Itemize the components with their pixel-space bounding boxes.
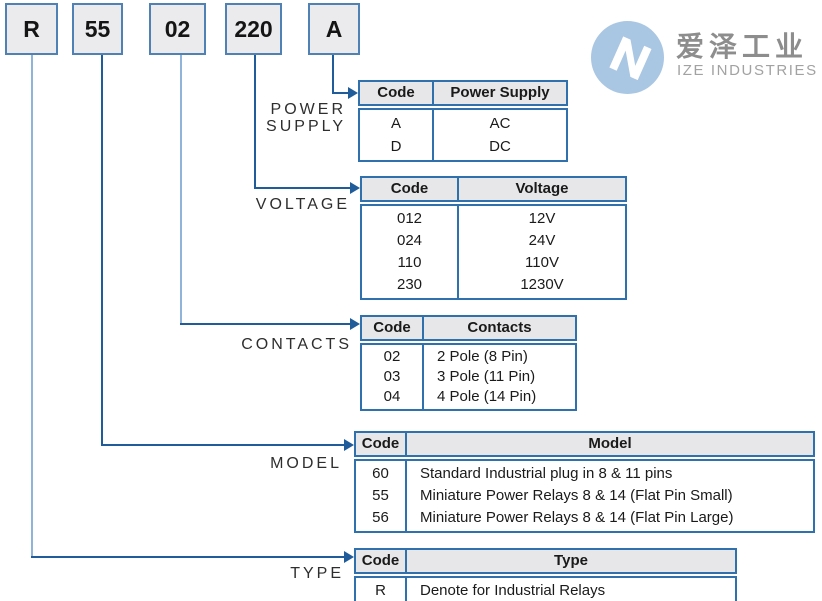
column-header: Contacts [422, 317, 575, 339]
type-table: Code Type R Denote for Industrial Relays [354, 548, 737, 601]
code-column: 60 55 56 [356, 461, 405, 531]
table-body: 02 03 04 2 Pole (8 Pin) 3 Pole (11 Pin) … [360, 343, 577, 411]
column-header: Code [361, 552, 400, 569]
connector-power-supply-horizontal [332, 92, 349, 94]
connector-voltage-horizontal [254, 187, 351, 189]
code-box-label: 220 [234, 15, 273, 42]
table-header-row: Code Contacts [360, 315, 577, 341]
value-cell: 4 Pole (14 Pin) [437, 388, 537, 405]
value-cell: 3 Pole (11 Pin) [437, 368, 536, 385]
value-cell: 2 Pole (8 Pin) [437, 348, 528, 365]
code-cell: D [390, 138, 402, 155]
value-cell: Miniature Power Relays 8 & 14 (Flat Pin … [420, 487, 733, 504]
code-box-model: 55 [72, 3, 123, 55]
code-cell: 55 [372, 487, 389, 504]
code-cell: 04 [383, 388, 401, 405]
value-cell: 1230V [520, 276, 564, 293]
value-cell: Miniature Power Relays 8 & 14 (Flat Pin … [420, 509, 734, 526]
brand-name-chinese: 爱泽工业 [676, 31, 809, 62]
connector-contacts-horizontal [180, 323, 351, 325]
arrowhead-model-icon [344, 439, 354, 451]
code-box-label: A [325, 15, 343, 42]
table-header-row: Code Type [354, 548, 737, 574]
brand-name-english: IZE INDUSTRIES [677, 62, 818, 79]
connector-contacts-vertical [180, 55, 182, 324]
table-header-row: Code Model [354, 431, 815, 457]
power-supply-table: Code Power Supply A D AC DC [358, 80, 568, 162]
type-label: TYPE [290, 565, 344, 582]
code-box-label: R [23, 15, 40, 42]
column-header: Code [361, 435, 400, 452]
value-column: Denote for Industrial Relays [405, 578, 735, 601]
table-header-row: Code Voltage [360, 176, 627, 202]
column-header: Code [373, 319, 411, 336]
code-box-type: R [5, 3, 58, 55]
code-box-label: 02 [164, 15, 191, 42]
code-cell: 56 [372, 509, 389, 526]
table-body: 60 55 56 Standard Industrial plug in 8 &… [354, 459, 815, 533]
value-column: Standard Industrial plug in 8 & 11 pins … [405, 461, 813, 531]
code-cell: 012 [396, 210, 423, 227]
connector-voltage-vertical [254, 55, 256, 188]
value-column: 12V 24V 110V 1230V [457, 206, 625, 298]
voltage-table: Code Voltage 012 024 110 230 12V 24V 110… [360, 176, 627, 300]
contacts-label: CONTACTS [241, 336, 352, 353]
connector-power-supply-vertical [332, 55, 334, 93]
code-column: 012 024 110 230 [362, 206, 457, 298]
value-cell: Standard Industrial plug in 8 & 11 pins [420, 465, 673, 482]
table-body: 012 024 110 230 12V 24V 110V 1230V [360, 204, 627, 300]
value-cell: 110V [525, 254, 559, 271]
code-cell: 60 [372, 465, 389, 482]
code-cell: 02 [383, 348, 401, 365]
model-label: MODEL [270, 455, 342, 472]
column-header: Power Supply [432, 82, 566, 104]
code-box-power-supply: A [308, 3, 360, 55]
value-column: 2 Pole (8 Pin) 3 Pole (11 Pin) 4 Pole (1… [422, 345, 575, 409]
code-cell: A [390, 115, 401, 132]
code-column: A D [360, 110, 432, 160]
value-cell: 24V [528, 232, 556, 249]
column-header: Voltage [457, 178, 625, 200]
logo-circle-icon [591, 21, 664, 94]
value-cell: 12V [528, 210, 556, 227]
column-header: Type [405, 550, 735, 572]
connector-type-horizontal [31, 556, 345, 558]
column-header: Code [377, 84, 415, 101]
code-cell: 230 [396, 276, 423, 293]
table-body: A D AC DC [358, 108, 568, 162]
code-cell: R [375, 582, 386, 599]
value-cell: DC [489, 138, 511, 155]
column-header: Code [390, 180, 429, 197]
code-cell: 110 [397, 254, 422, 271]
arrowhead-power-supply-icon [348, 87, 358, 99]
code-box-label: 55 [84, 15, 111, 42]
connector-type-vertical [31, 55, 33, 557]
code-box-voltage: 220 [225, 3, 282, 55]
table-header-row: Code Power Supply [358, 80, 568, 106]
ize-logo-mark [591, 21, 664, 94]
code-column: 02 03 04 [362, 345, 422, 409]
model-table: Code Model 60 55 56 Standard Industrial … [354, 431, 815, 533]
connector-model-horizontal [101, 444, 345, 446]
connector-model-vertical [101, 55, 103, 446]
code-cell: 024 [396, 232, 423, 249]
voltage-label: VOLTAGE [255, 196, 350, 213]
table-body: R Denote for Industrial Relays [354, 576, 737, 601]
value-cell: Denote for Industrial Relays [420, 582, 606, 599]
arrowhead-type-icon [344, 551, 354, 563]
code-column: R [356, 578, 405, 601]
contacts-table: Code Contacts 02 03 04 2 Pole (8 Pin) 3 … [360, 315, 577, 411]
value-column: AC DC [432, 110, 566, 160]
code-cell: 03 [383, 368, 401, 385]
column-header: Model [405, 433, 813, 455]
arrowhead-contacts-icon [350, 318, 360, 330]
value-cell: AC [489, 115, 511, 132]
arrowhead-voltage-icon [350, 182, 360, 194]
code-box-contacts: 02 [149, 3, 206, 55]
